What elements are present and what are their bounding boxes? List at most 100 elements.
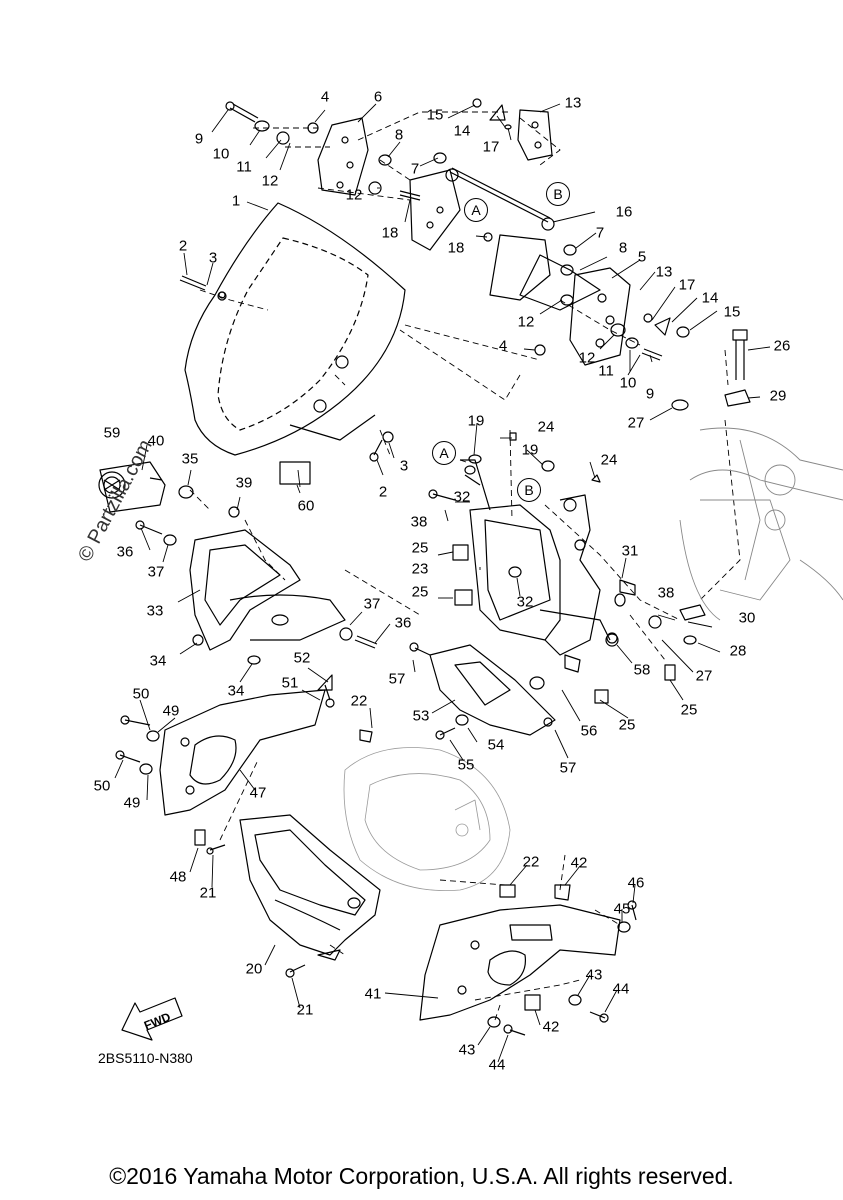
callout-43: 43 <box>458 1041 476 1059</box>
callout-28: 28 <box>729 642 747 660</box>
callout-37: 37 <box>147 563 165 581</box>
fwd-arrow: FWD <box>121 997 183 1041</box>
callout-21: 21 <box>296 1001 314 1019</box>
callout-39: 39 <box>235 474 253 492</box>
callout-60: 60 <box>297 497 315 515</box>
callout-9: 9 <box>194 130 204 148</box>
callout-29: 29 <box>769 387 787 405</box>
callout-37: 37 <box>363 595 381 613</box>
callout-3: 3 <box>208 249 218 267</box>
front-panel <box>115 674 335 855</box>
ref-circle-b-lower: B <box>517 478 541 502</box>
callout-57: 57 <box>388 670 406 688</box>
callout-52: 52 <box>293 649 311 667</box>
callout-12: 12 <box>345 186 363 204</box>
callout-8: 8 <box>394 126 404 144</box>
callout-43: 43 <box>585 966 603 984</box>
callout-18: 18 <box>381 224 399 242</box>
callout-25: 25 <box>618 716 636 734</box>
lower-cowl <box>239 729 516 978</box>
callout-49: 49 <box>162 702 180 720</box>
callout-36: 36 <box>394 614 412 632</box>
callout-32: 32 <box>516 593 534 611</box>
callout-59: 59 <box>103 424 121 442</box>
fasteners-top <box>179 98 690 462</box>
callout-47: 47 <box>249 784 267 802</box>
callout-7: 7 <box>595 224 605 242</box>
callout-44: 44 <box>612 980 630 998</box>
callout-13: 13 <box>655 263 673 281</box>
callout-34: 34 <box>149 652 167 670</box>
upper-brackets <box>317 109 631 366</box>
callout-30: 30 <box>738 609 756 627</box>
callout-33: 33 <box>146 602 164 620</box>
ref-circle-a-upper: A <box>464 198 488 222</box>
callout-25: 25 <box>680 701 698 719</box>
callout-57: 57 <box>559 759 577 777</box>
callout-9: 9 <box>645 385 655 403</box>
callout-4: 4 <box>320 88 330 106</box>
callout-10: 10 <box>212 145 230 163</box>
ref-circle-b-upper: B <box>546 182 570 206</box>
callout-8: 8 <box>618 239 628 257</box>
callout-34: 34 <box>227 682 245 700</box>
callout-31: 31 <box>621 542 639 560</box>
decal-part <box>279 461 311 485</box>
callout-11: 11 <box>598 362 614 380</box>
callout-19: 19 <box>467 412 485 430</box>
callout-27: 27 <box>695 667 713 685</box>
small-cover <box>409 632 618 740</box>
callout-49: 49 <box>123 794 141 812</box>
callout-12: 12 <box>261 172 279 190</box>
callout-53: 53 <box>412 707 430 725</box>
callout-3: 3 <box>399 457 409 475</box>
callout-12: 12 <box>578 349 596 367</box>
callout-38: 38 <box>657 584 675 602</box>
callout-24: 24 <box>537 418 555 436</box>
callout-5: 5 <box>637 248 647 266</box>
center-stay <box>428 432 611 704</box>
callout-15: 15 <box>426 106 444 124</box>
right-mount <box>605 329 843 681</box>
callout-21: 21 <box>199 884 217 902</box>
callout-18: 18 <box>447 239 465 257</box>
callout-17: 17 <box>678 276 696 294</box>
callout-38: 38 <box>410 513 428 531</box>
reference-lines <box>189 111 741 1021</box>
callout-25: 25 <box>411 583 429 601</box>
callout-27: 27 <box>627 414 645 432</box>
ref-circle-a-lower: A <box>432 441 456 465</box>
copyright-notice: ©2016 Yamaha Motor Corporation, U.S.A. A… <box>109 1163 734 1189</box>
callout-48: 48 <box>169 868 187 886</box>
callout-12: 12 <box>517 313 535 331</box>
windshield-part <box>184 202 406 456</box>
callout-20: 20 <box>245 960 263 978</box>
fwd-label: FWD <box>142 1009 173 1032</box>
inner-panel <box>189 529 378 665</box>
callout-55: 55 <box>457 756 475 774</box>
callout-40: 40 <box>147 432 165 450</box>
side-panel <box>419 884 637 1036</box>
callout-50: 50 <box>93 777 111 795</box>
diagram-code: 2BS5110-N380 <box>98 1050 193 1066</box>
callout-42: 42 <box>570 854 588 872</box>
callout-56: 56 <box>580 722 598 740</box>
callout-11: 11 <box>236 158 252 176</box>
callout-13: 13 <box>564 94 582 112</box>
callout-15: 15 <box>723 303 741 321</box>
callout-45: 45 <box>613 900 631 918</box>
callout-14: 14 <box>453 122 471 140</box>
callout-46: 46 <box>627 874 645 892</box>
callout-6: 6 <box>373 88 383 106</box>
callout-4: 4 <box>498 337 508 355</box>
callout-51: 51 <box>281 674 299 692</box>
callout-24: 24 <box>600 451 618 469</box>
callout-22: 22 <box>522 853 540 871</box>
leader-lines <box>114 103 771 1063</box>
callout-23: 23 <box>411 560 429 578</box>
callout-35: 35 <box>181 450 199 468</box>
callout-10: 10 <box>619 374 637 392</box>
callout-16: 16 <box>615 203 633 221</box>
